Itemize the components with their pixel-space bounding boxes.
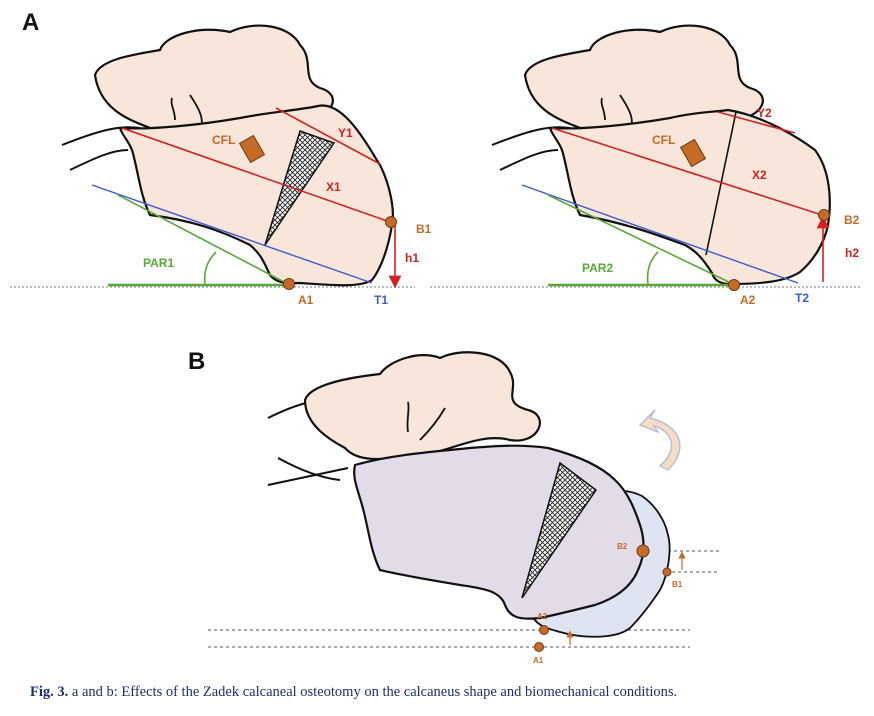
talus-bone [303, 351, 541, 461]
talus-joint-line [406, 401, 446, 441]
par-angle-arc [203, 251, 217, 285]
osteotomy-line [705, 111, 737, 256]
cfl-label: CFL [212, 133, 235, 147]
x-label: X1 [326, 180, 341, 194]
a2-label: A2 [537, 612, 548, 621]
soft-tissue-line [61, 126, 141, 146]
b1-label: B1 [672, 580, 683, 589]
x-length-line [551, 127, 823, 216]
soft-tissue-line [491, 126, 571, 146]
t-label: T2 [795, 291, 809, 305]
panel-b: B2 B1 A2 A1 [208, 351, 720, 665]
rotation-arrow-icon [638, 409, 681, 471]
h-label: h2 [845, 246, 859, 260]
par-angle-line [547, 194, 734, 285]
par-label: PAR2 [582, 261, 613, 275]
x-length-line [121, 127, 391, 223]
soft-tissue-line [499, 149, 559, 171]
soft-tissue-line [69, 149, 129, 171]
panel-a-left: CFL Y1 X1 B1 h1 PAR1 A1 T1 [10, 24, 432, 307]
y-label: Y1 [338, 126, 353, 140]
panel-b-letter: B [188, 348, 205, 375]
a1-point-marker [534, 642, 544, 652]
calcaneus-bone [548, 108, 831, 286]
a-point-label: A2 [740, 293, 756, 307]
t-tangent-line [91, 184, 373, 284]
panel-a-letter: A [22, 9, 39, 36]
cfl-ligament-marker [238, 134, 266, 164]
osteotomy-wedge [521, 461, 598, 599]
y-length-line [717, 111, 796, 134]
par-angle-arc [646, 251, 659, 285]
caption-text: a and b: Effects of the Zadek calcaneal … [71, 684, 678, 700]
a-point-marker [283, 278, 295, 290]
t-label: T1 [374, 293, 388, 307]
a-point-marker [728, 279, 740, 291]
a2-point-marker [539, 625, 549, 635]
caption-label: Fig. 3. [30, 684, 69, 700]
b-point-marker [818, 209, 830, 221]
panel-a-right: CFL Y2 X2 B2 h2 PAR2 A2 T2 [430, 24, 862, 307]
cfl-label: CFL [652, 133, 675, 147]
par-label: PAR1 [143, 256, 174, 270]
figure-caption: Fig. 3. a and b: Effects of the Zadek ca… [30, 684, 677, 701]
x-label: X2 [752, 168, 767, 182]
h-label: h1 [405, 251, 419, 265]
b-point-marker [385, 216, 397, 228]
b-point-label: B2 [844, 213, 860, 227]
b2-point-marker [636, 544, 650, 558]
osteotomy-wedge [264, 130, 336, 246]
y-label: Y2 [757, 106, 772, 120]
b1-point-marker [662, 567, 672, 577]
y-length-line [275, 107, 381, 165]
a-point-label: A1 [298, 293, 314, 307]
soft-tissue-line [277, 457, 341, 481]
t-tangent-line [521, 184, 799, 284]
b-point-label: B1 [416, 222, 432, 236]
b2-label: B2 [617, 542, 628, 551]
cfl-ligament-marker [679, 138, 707, 168]
calcaneus-bone [353, 444, 645, 620]
soft-tissue-line [267, 467, 349, 486]
par-angle-line [117, 194, 289, 285]
a1-label: A1 [533, 656, 544, 665]
